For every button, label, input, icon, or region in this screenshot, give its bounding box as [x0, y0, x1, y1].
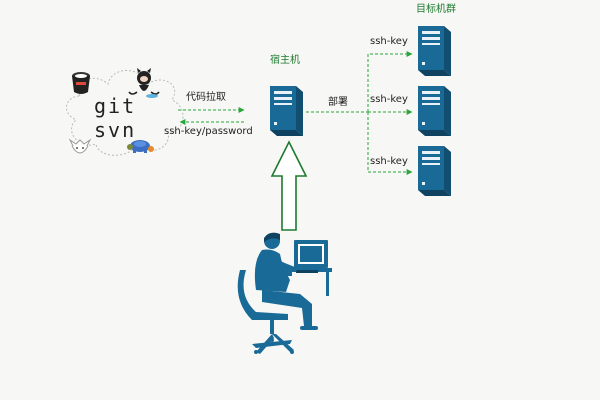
svn-turtle-icon: [127, 140, 154, 153]
target-server-icon: [418, 26, 451, 76]
repo-cloud: [66, 70, 184, 156]
bucket-icon: [72, 72, 90, 94]
host-title: 宿主机: [270, 55, 300, 66]
operator-to-host-arrow: [270, 140, 308, 231]
target-link-label: ssh-key: [370, 36, 408, 47]
gitlab-fox-icon: [68, 138, 92, 154]
target-link-label: ssh-key: [370, 94, 408, 105]
github-octocat-icon: [128, 68, 160, 98]
svn-label: svn: [94, 118, 137, 142]
deploy-branch-bottom: [367, 112, 413, 175]
operator-at-workstation-icon: [237, 232, 332, 354]
target-server-icon: [418, 86, 451, 136]
auth-label: ssh-key/password: [164, 126, 253, 137]
deploy-branch-top: [367, 51, 413, 112]
git-label: git: [94, 94, 137, 118]
targets-title: 目标机群: [416, 4, 456, 15]
deploy-label: 部署: [328, 97, 348, 108]
target-server-icon: [418, 146, 451, 196]
host-server-icon: [270, 86, 303, 136]
target-link-label: ssh-key: [370, 156, 408, 167]
pull-label: 代码拉取: [186, 92, 226, 103]
